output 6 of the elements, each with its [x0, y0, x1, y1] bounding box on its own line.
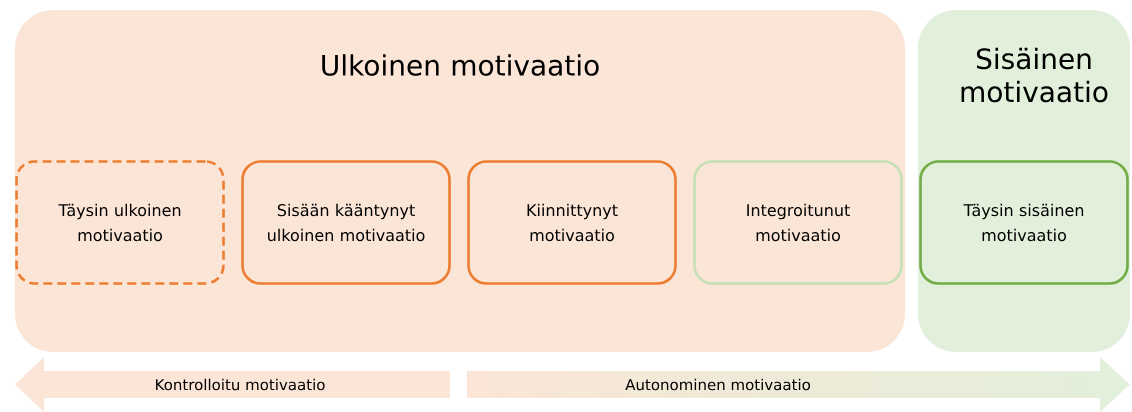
- category-box: Integroitunut motivaatio: [693, 160, 903, 285]
- category-box: Täysin ulkoinen motivaatio: [15, 160, 225, 285]
- category-box: Täysin sisäinen motivaatio: [919, 160, 1129, 285]
- category-box: Sisään kääntynyt ulkoinen motivaatio: [241, 160, 451, 285]
- category-box: Kiinnittynyt motivaatio: [467, 160, 677, 285]
- direction-arrow: Autonominen motivaatio: [625, 378, 810, 391]
